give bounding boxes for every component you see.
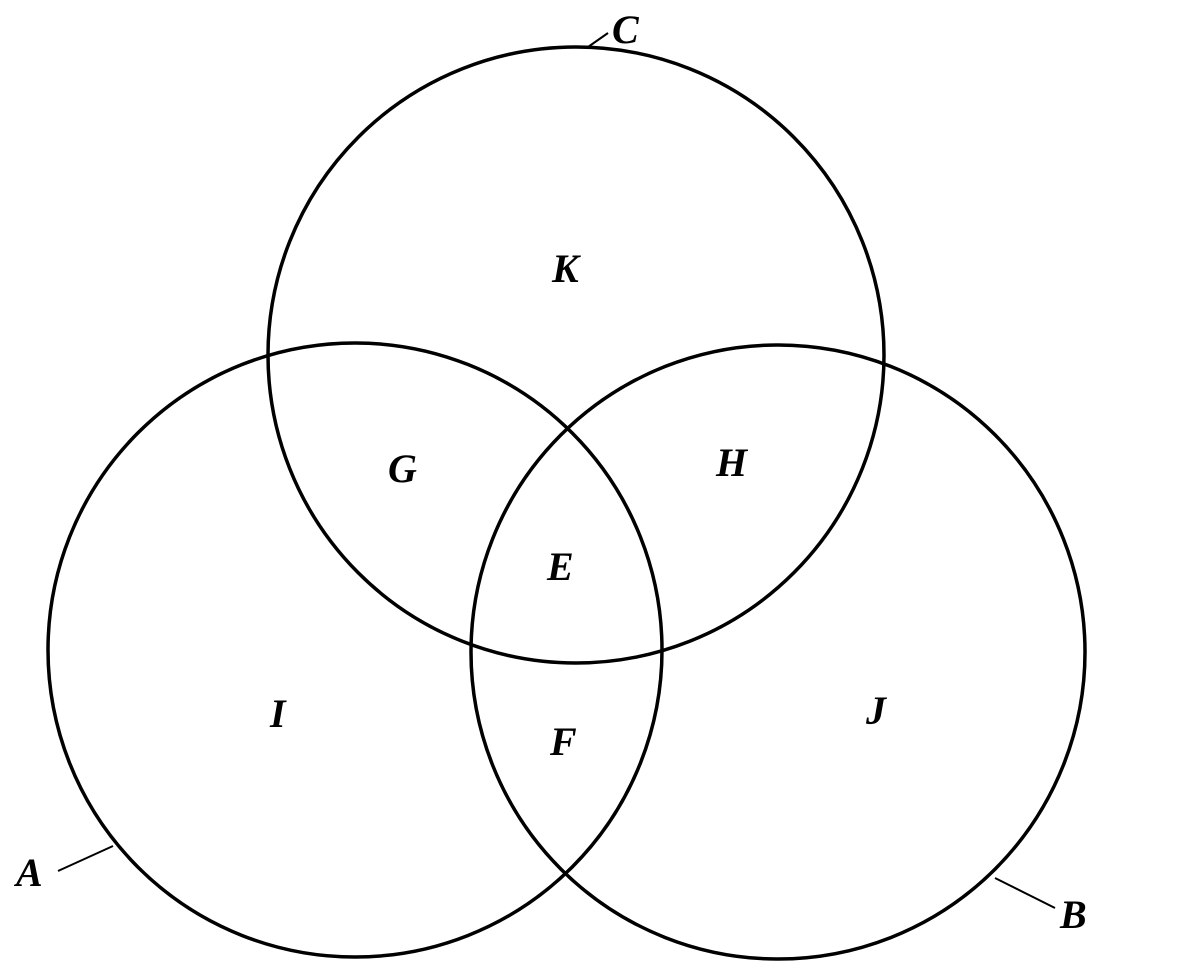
leader-line-a <box>57 845 114 872</box>
leader-line-c <box>587 32 609 48</box>
region-label-a-only: I <box>269 691 287 736</box>
circle-a <box>46 341 664 959</box>
set-label-a: A <box>13 850 43 895</box>
circle-c <box>266 45 886 665</box>
circle-b <box>469 343 1087 961</box>
region-label-b-only: J <box>865 688 888 733</box>
region-label-b-c: H <box>715 440 749 485</box>
region-label-a-b: F <box>549 719 577 764</box>
leader-line-b <box>994 877 1056 909</box>
set-label-b: B <box>1059 892 1087 937</box>
region-label-a-c: G <box>388 446 417 491</box>
region-label-all: E <box>546 544 574 589</box>
region-label-c-only: K <box>551 246 581 291</box>
set-label-c: C <box>612 7 640 52</box>
